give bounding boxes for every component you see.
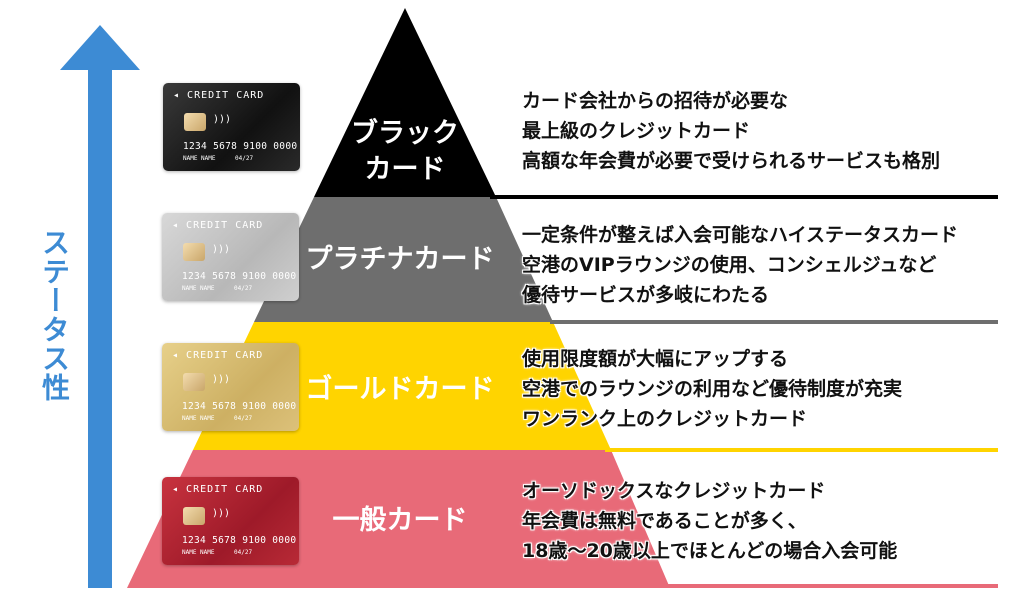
description-gold: 使用限度額が大幅にアップする 空港でのラウンジの利用など優待制度が充実 ワンラン… <box>522 344 902 434</box>
description-line: 高額な年会費が必要で受けられるサービスも格別 <box>522 150 941 172</box>
chip-icon <box>183 243 205 261</box>
card-holder: NAME NAME <box>182 415 215 422</box>
credit-card-general: ◂ CREDIT CARD ))) 1234 5678 9100 0000 NA… <box>162 477 299 565</box>
tier-name-general: 一般カード <box>332 505 468 536</box>
card-expiry: 04/27 <box>234 549 253 556</box>
description-line: 一定条件が整えば入会可能なハイステータスカード <box>522 224 959 246</box>
tier-name-platinum: プラチナカード <box>305 244 495 275</box>
contactless-icon: ))) <box>212 244 231 255</box>
description-line: 空港のVIPラウンジの使用、コンシェルジュなど <box>522 254 937 276</box>
tier-name-line: カード <box>364 154 446 185</box>
card-holder: NAME NAME <box>183 155 216 162</box>
credit-card-black: ◂ CREDIT CARD ))) 1234 5678 9100 0000 NA… <box>163 83 300 171</box>
description-line: 年会費は無料であることが多く、 <box>522 510 807 532</box>
card-number: 1234 5678 9100 0000 <box>182 401 297 412</box>
tier-name-line: ブラック <box>351 118 459 149</box>
description-line: 空港でのラウンジの利用など優待制度が充実 <box>522 378 903 400</box>
description-line: オーソドックスなクレジットカード <box>522 480 826 502</box>
contactless-icon: ))) <box>212 374 231 385</box>
divider-platinum <box>550 320 998 324</box>
card-holder: NAME NAME <box>182 549 215 556</box>
pyramid-tier-black <box>314 8 496 197</box>
description-line: カード会社からの招待が必要な <box>522 90 789 112</box>
description-line: 使用限度額が大幅にアップする <box>522 348 789 370</box>
card-title: ◂ CREDIT CARD <box>173 90 265 101</box>
status-axis-label: ステータス性 <box>38 228 71 402</box>
description-line: 優待サービスが多岐にわたる <box>522 284 770 306</box>
description-line: ワンランク上のクレジットカード <box>522 408 808 430</box>
divider-black <box>490 195 998 199</box>
card-number: 1234 5678 9100 0000 <box>182 271 297 282</box>
card-expiry: 04/27 <box>234 285 253 292</box>
divider-general <box>660 584 998 588</box>
description-line: 18歳～20歳以上でほとんどの場合入会可能 <box>522 540 898 562</box>
card-title: ◂ CREDIT CARD <box>172 220 264 231</box>
tier-name-gold: ゴールドカード <box>305 374 495 405</box>
pyramid-tier-platinum <box>254 197 553 322</box>
tier-name-black: ブラック カード <box>340 116 470 188</box>
card-expiry: 04/27 <box>234 415 253 422</box>
chip-icon <box>183 507 205 525</box>
contactless-icon: ))) <box>213 114 232 125</box>
card-title: ◂ CREDIT CARD <box>172 484 264 495</box>
credit-card-platinum: ◂ CREDIT CARD ))) 1234 5678 9100 0000 NA… <box>162 213 299 301</box>
contactless-icon: ))) <box>212 508 231 519</box>
card-number: 1234 5678 9100 0000 <box>183 141 298 152</box>
card-expiry: 04/27 <box>235 155 254 162</box>
description-general: オーソドックスなクレジットカード 年会費は無料であることが多く、 18歳～20歳… <box>522 476 897 566</box>
description-platinum: 一定条件が整えば入会可能なハイステータスカード 空港のVIPラウンジの使用、コン… <box>522 220 958 310</box>
credit-card-gold: ◂ CREDIT CARD ))) 1234 5678 9100 0000 NA… <box>162 343 299 431</box>
status-arrow-head <box>60 25 140 588</box>
card-number: 1234 5678 9100 0000 <box>182 535 297 546</box>
description-line: 最上級のクレジットカード <box>522 120 751 142</box>
chip-icon <box>184 113 206 131</box>
chip-icon <box>183 373 205 391</box>
divider-gold <box>605 448 998 452</box>
card-holder: NAME NAME <box>182 285 215 292</box>
description-black: カード会社からの招待が必要な 最上級のクレジットカード 高額な年会費が必要で受け… <box>522 86 940 176</box>
card-title: ◂ CREDIT CARD <box>172 350 264 361</box>
